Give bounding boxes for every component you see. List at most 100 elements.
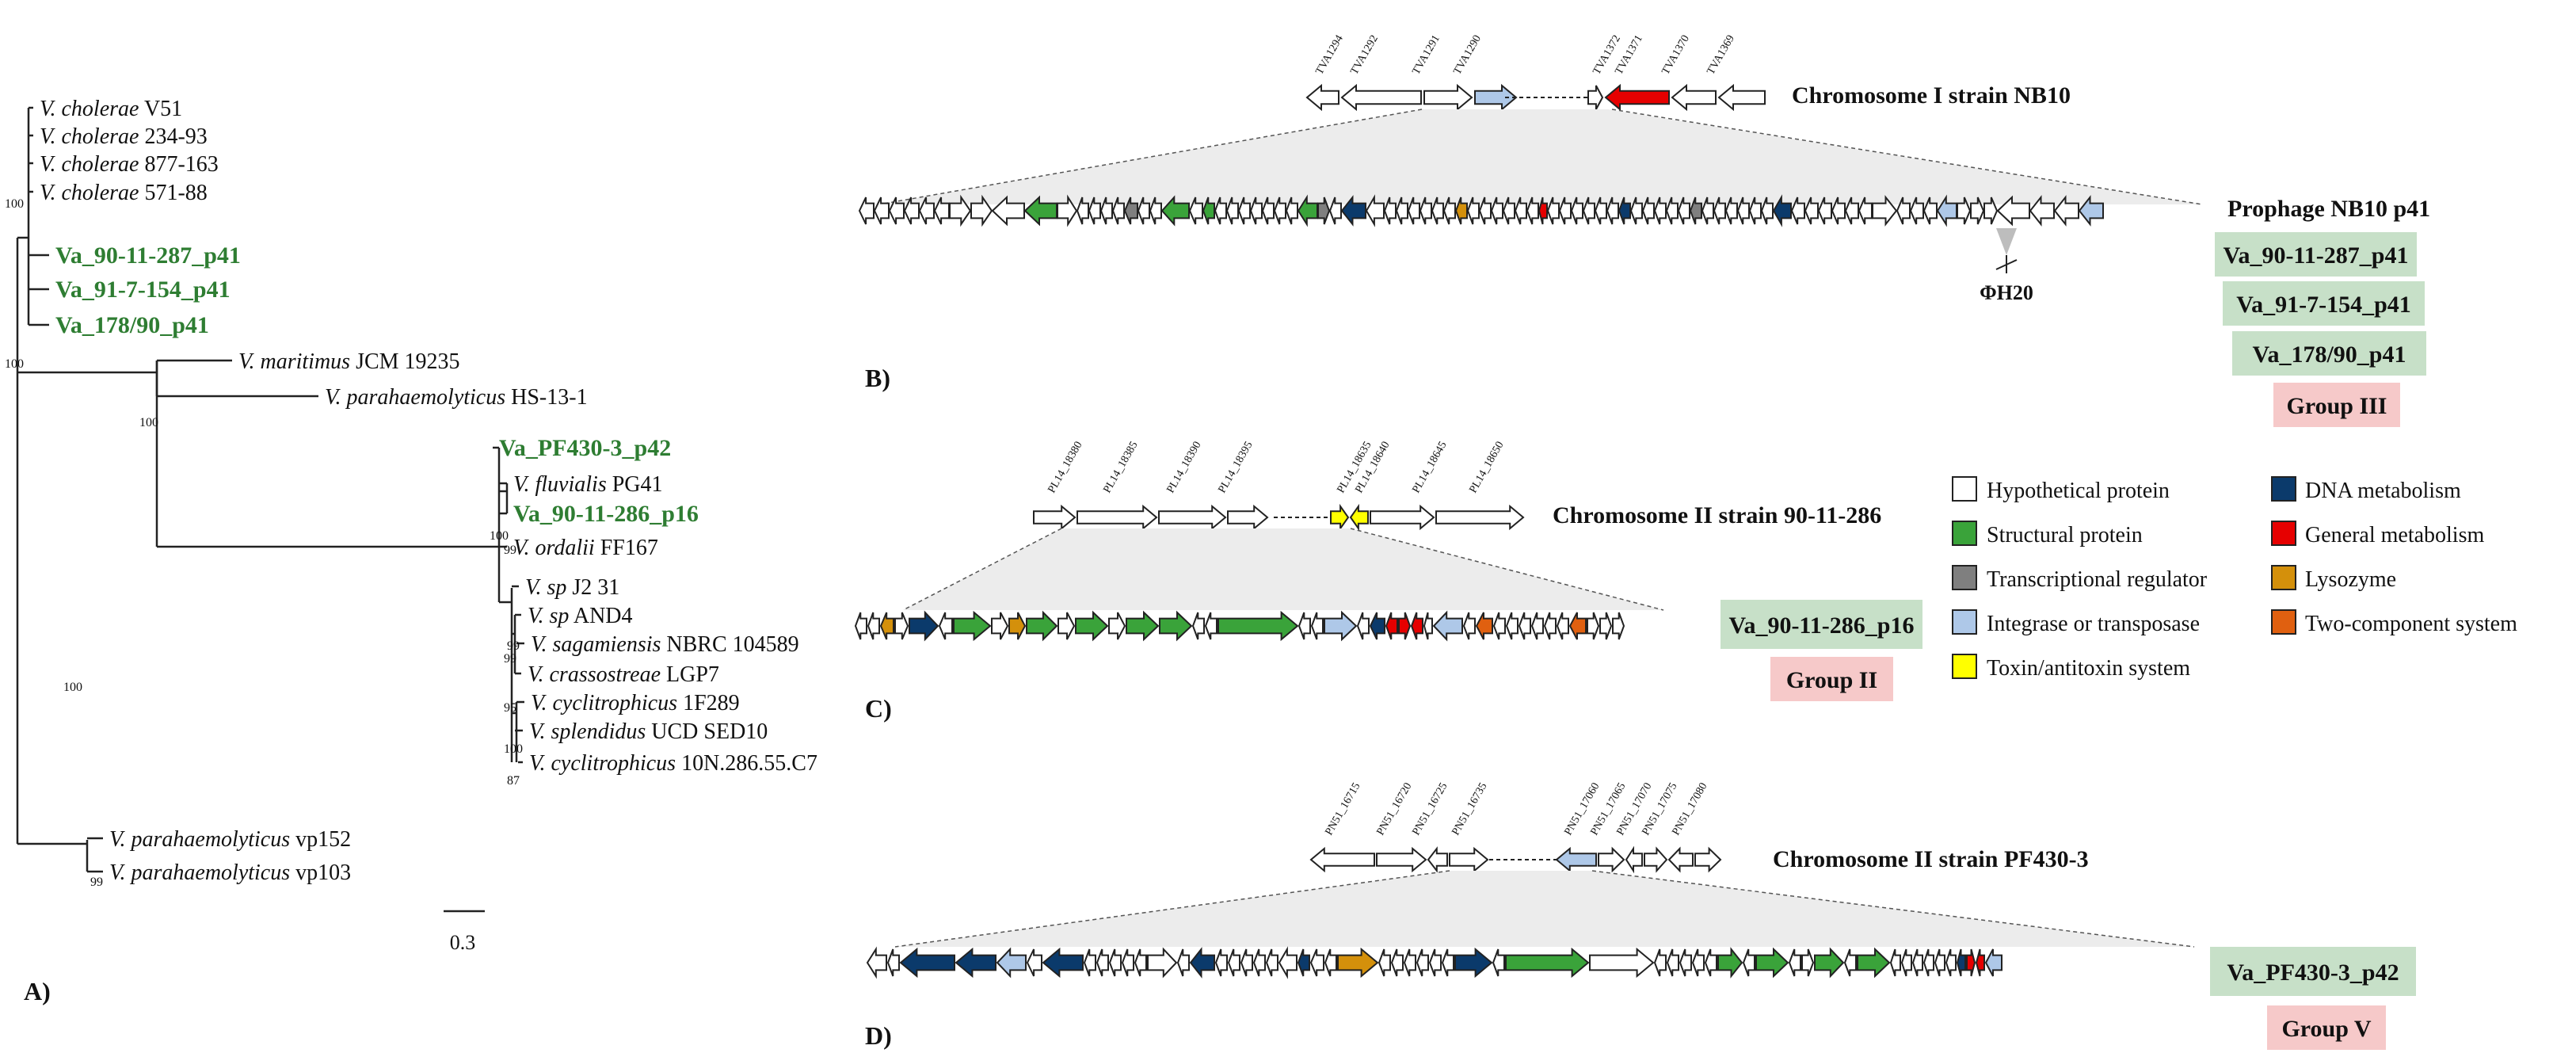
gene-arrow <box>1108 948 1122 977</box>
gene-arrow <box>1240 948 1253 977</box>
gene-arrow <box>1278 946 1298 979</box>
gene-tag: PN51_16725 <box>1410 780 1450 837</box>
strain-box-text: Va_178/90_p41 <box>2253 341 2406 368</box>
taxon-label: V. splendidus UCD SED10 <box>529 719 768 744</box>
gene-arrow <box>1724 196 1738 225</box>
gene-arrow <box>1956 948 1966 977</box>
bootstrap-value: 100 <box>5 357 24 371</box>
gene-arrow <box>1666 948 1679 977</box>
gene-arrow <box>1911 948 1923 977</box>
gene-arrow <box>1324 948 1337 977</box>
gene-arrow <box>1546 196 1560 225</box>
gene-arrow <box>1889 948 1901 977</box>
gene-arrow <box>1843 948 1857 977</box>
gene-arrow <box>1474 83 1518 112</box>
taxon-label: V. sp AND4 <box>528 604 633 628</box>
taxon-name: V. parahaemolyticus HS-13-1 <box>325 385 588 410</box>
taxon-name: V. cholerae V51 <box>40 97 182 121</box>
gene-arrow <box>1462 612 1476 640</box>
gene-tag: PL14_18390 <box>1164 440 1203 495</box>
gene-arrow <box>1369 612 1385 640</box>
taxon-name: V. sp J2 31 <box>525 575 619 600</box>
gene-tag: PN51_16735 <box>1450 780 1489 837</box>
taxon-name: V. splendidus UCD SED10 <box>529 719 768 744</box>
strain-box-text: Va_PF430-3_p42 <box>2227 960 2399 986</box>
gene-arrow <box>1736 196 1750 225</box>
gene-arrow <box>1435 504 1525 531</box>
gene-arrow <box>1297 194 1318 227</box>
gene-arrow <box>1454 196 1468 225</box>
legend-label: Lysozyme <box>2305 567 2396 592</box>
gene-arrow <box>1492 612 1506 640</box>
gene-arrow <box>1349 503 1369 532</box>
panel-d <box>866 845 2195 979</box>
gene-arrow <box>1337 947 1379 979</box>
gene-arrow <box>1441 948 1454 977</box>
legend-item: Toxin/antitoxin system <box>1952 654 2190 681</box>
gene-arrow <box>867 612 880 640</box>
legend-item: Hypothetical protein <box>1952 476 2170 503</box>
gene-arrow <box>1538 196 1548 225</box>
gene-arrow <box>933 196 950 225</box>
gene-arrow <box>1530 612 1544 640</box>
gene-arrow <box>1096 948 1109 977</box>
panel-c-label: C) <box>865 694 892 723</box>
gene-arrow <box>1214 196 1227 225</box>
taxon-name: Va_PF430-3_p42 <box>499 435 671 461</box>
gene-arrow <box>1147 947 1178 979</box>
bootstrap-value: 87 <box>507 774 520 788</box>
legend-item: Two-component system <box>2271 609 2517 636</box>
gene-arrow <box>1587 612 1600 640</box>
gene-arrow <box>1679 948 1692 977</box>
taxon-name: V. parahaemolyticus vp152 <box>109 827 351 852</box>
taxon-label: Va_90-11-287_p41 <box>55 242 241 269</box>
legend-label: Hypothetical protein <box>1987 479 2170 503</box>
gene-arrow <box>1629 196 1643 225</box>
gene-arrow <box>1191 612 1205 640</box>
panel-b-label: B) <box>865 364 890 392</box>
gene-tag: PN51_16720 <box>1374 780 1414 837</box>
taxon-name: V. cyclitrophicus 10N.286.55.C7 <box>529 751 817 776</box>
strain-box-text: Va_90-11-287_p41 <box>2224 242 2409 269</box>
gene-arrow <box>1442 196 1456 225</box>
gene-arrow <box>953 610 992 642</box>
strain-box-text: Va_91-7-154_p41 <box>2236 292 2411 318</box>
gene-tag: TVA1290 <box>1451 33 1483 77</box>
gene-arrow <box>1814 947 1845 979</box>
gene-arrow <box>1858 196 1873 225</box>
gene-arrow <box>1760 196 1774 225</box>
gene-arrow <box>1922 196 1938 225</box>
legend-label: Toxin/antitoxin system <box>1987 656 2190 681</box>
gene-arrow <box>991 195 1025 227</box>
gene-arrow <box>1378 948 1391 977</box>
gene-arrow <box>1983 196 1999 225</box>
gene-arrow <box>1309 846 1375 873</box>
gene-arrow <box>1423 612 1433 640</box>
gene-arrow <box>1376 846 1427 873</box>
taxon-label: V. cholerae 571-88 <box>40 181 208 205</box>
gene-arrow <box>1909 196 1924 225</box>
zoom-funnel <box>903 528 1663 610</box>
gene-arrow <box>1123 196 1138 225</box>
gene-arrow <box>1641 196 1655 225</box>
taxon-name: V. crassostreae LGP7 <box>528 662 719 687</box>
gene-arrow <box>1407 196 1420 225</box>
gene-arrow <box>1466 196 1480 225</box>
taxon-name: V. sp AND4 <box>528 604 633 628</box>
strain-box: Va_91-7-154_p41 <box>2223 281 2425 326</box>
gene-arrow <box>1625 845 1643 874</box>
taxon-label: V. ordalii FF167 <box>513 536 658 560</box>
gene-arrow <box>1297 948 1310 977</box>
strain-box-text: Va_90-11-286_p16 <box>1729 612 1915 639</box>
gene-arrow <box>1518 612 1531 640</box>
legend-item: Structural protein <box>1952 521 2143 547</box>
zoom-funnel <box>879 109 2202 204</box>
taxon-name: V. cholerae 234-93 <box>40 124 208 149</box>
gene-arrow <box>1644 846 1668 873</box>
gene-arrow <box>1922 948 1934 977</box>
gene-arrow <box>1227 504 1269 531</box>
gene-arrow <box>1558 196 1572 225</box>
taxon-label: Va_PF430-3_p42 <box>499 435 671 461</box>
taxon-label: V. parahaemolyticus vp152 <box>109 827 351 852</box>
